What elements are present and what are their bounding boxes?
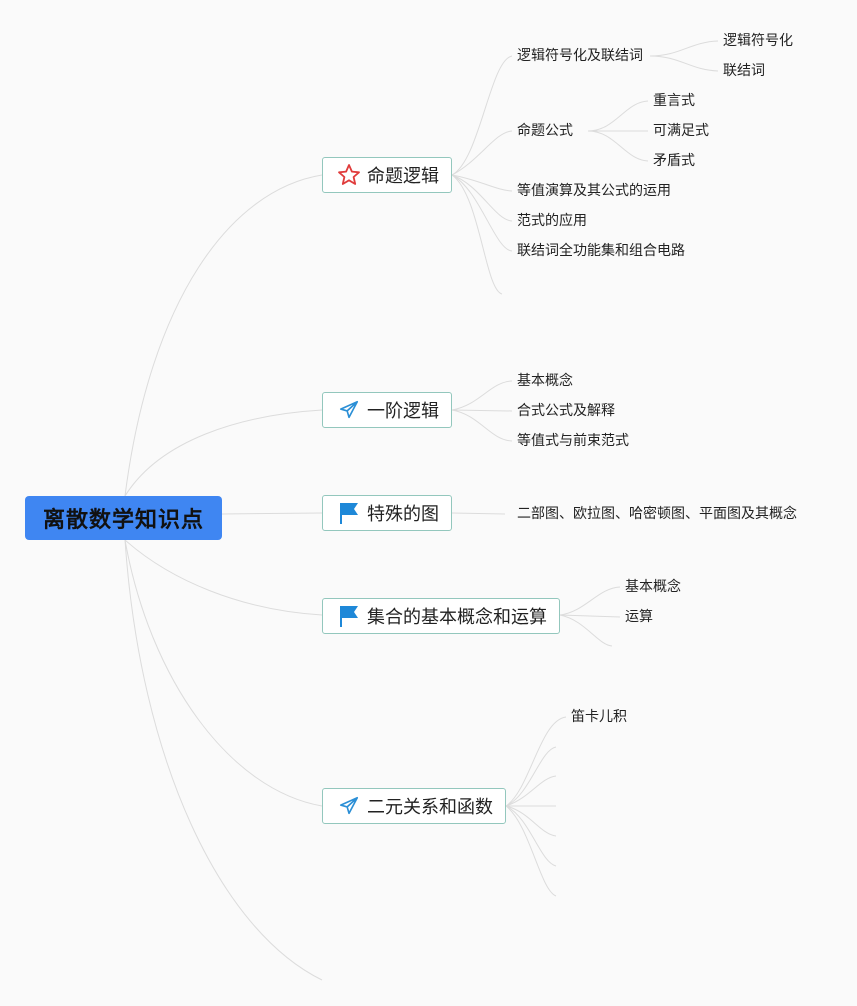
topic-special-graphs[interactable]: 特殊的图 bbox=[322, 495, 452, 531]
leaf-cartesian-product[interactable]: 笛卡儿积 bbox=[571, 709, 627, 725]
subtopic-normal-form[interactable]: 范式的应用 bbox=[517, 213, 587, 229]
blue-flag-icon bbox=[337, 604, 361, 628]
leaf-contradiction[interactable]: 矛盾式 bbox=[653, 153, 695, 169]
leaf-set-basic-concept[interactable]: 基本概念 bbox=[625, 579, 681, 595]
root-topic[interactable]: 离散数学知识点 bbox=[25, 496, 222, 540]
leaf-logic-symbolize[interactable]: 逻辑符号化 bbox=[723, 33, 793, 49]
topic-relations-functions[interactable]: 二元关系和函数 bbox=[322, 788, 506, 824]
topic-label: 二元关系和函数 bbox=[367, 797, 493, 818]
leaf-satisfiable[interactable]: 可满足式 bbox=[653, 123, 709, 139]
subtopic-equivalence-calculus[interactable]: 等值演算及其公式的运用 bbox=[517, 183, 671, 199]
leaf-prenex-form[interactable]: 等值式与前束范式 bbox=[517, 433, 629, 449]
topic-label: 特殊的图 bbox=[367, 504, 439, 525]
topic-first-order-logic[interactable]: 一阶逻辑 bbox=[322, 392, 452, 428]
topic-label: 命题逻辑 bbox=[367, 166, 439, 187]
leaf-basic-concept[interactable]: 基本概念 bbox=[517, 373, 573, 389]
star-icon bbox=[337, 163, 361, 187]
leaf-wff-interpretation[interactable]: 合式公式及解释 bbox=[517, 403, 615, 419]
topic-label: 集合的基本概念和运算 bbox=[367, 607, 547, 628]
topic-sets[interactable]: 集合的基本概念和运算 bbox=[322, 598, 560, 634]
topic-propositional-logic[interactable]: 命题逻辑 bbox=[322, 157, 452, 193]
paper-plane-icon bbox=[337, 398, 361, 422]
subtopic-complete-set[interactable]: 联结词全功能集和组合电路 bbox=[517, 243, 685, 259]
paper-plane-icon bbox=[337, 794, 361, 818]
topic-label: 一阶逻辑 bbox=[367, 401, 439, 422]
subtopic-propositional-formula[interactable]: 命题公式 bbox=[517, 123, 573, 139]
leaf-graph-types[interactable]: 二部图、欧拉图、哈密顿图、平面图及其概念 bbox=[517, 506, 797, 522]
leaf-tautology[interactable]: 重言式 bbox=[653, 93, 695, 109]
subtopic-logic-symbolization[interactable]: 逻辑符号化及联结词 bbox=[517, 48, 643, 64]
blue-flag-icon bbox=[337, 501, 361, 525]
leaf-set-operation[interactable]: 运算 bbox=[625, 609, 653, 625]
leaf-connective[interactable]: 联结词 bbox=[723, 63, 765, 79]
